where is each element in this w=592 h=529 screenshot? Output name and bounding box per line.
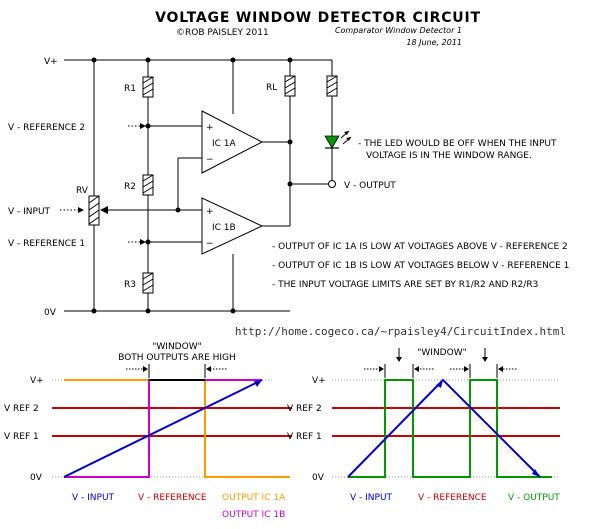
axis-vplus-left: V+ bbox=[30, 376, 44, 386]
graph-left bbox=[52, 364, 292, 478]
voutput-label: V - OUTPUT bbox=[344, 181, 396, 191]
resistor-r3 bbox=[142, 272, 154, 294]
schematic bbox=[60, 57, 336, 314]
legend-reference-right: V - REFERENCE bbox=[418, 493, 487, 503]
legend-reference-left: V - REFERENCE bbox=[138, 493, 207, 503]
axis-vref2-right: V REF 2 bbox=[287, 404, 322, 414]
rl-label: RL bbox=[266, 83, 277, 93]
legend-ic1a-left: OUTPUT IC 1A bbox=[222, 493, 286, 503]
ic1b-minus: − bbox=[206, 239, 214, 249]
vref2-label: V - REFERENCE 2 bbox=[8, 123, 85, 133]
note-2: - OUTPUT OF IC 1B IS LOW AT VOLTAGES BEL… bbox=[272, 261, 569, 271]
ic1a-minus: − bbox=[206, 155, 214, 165]
legend-input-left: V - INPUT bbox=[72, 493, 115, 503]
copyright: ©ROB PAISLEY 2011 bbox=[176, 28, 269, 38]
resistor-rl bbox=[284, 75, 296, 97]
led-icon bbox=[324, 130, 352, 149]
note-3: - THE INPUT VOLTAGE LIMITS ARE SET BY R1… bbox=[272, 280, 538, 290]
page-title: VOLTAGE WINDOW DETECTOR CIRCUIT bbox=[155, 10, 481, 26]
resistor-r2 bbox=[142, 174, 154, 196]
input-triangle bbox=[347, 378, 541, 478]
ic1b-output-trace bbox=[64, 379, 262, 478]
axis-0v-right: 0V bbox=[312, 473, 325, 483]
rv-label: RV bbox=[76, 186, 89, 196]
note-1: - OUTPUT OF IC 1A IS LOW AT VOLTAGES ABO… bbox=[272, 242, 568, 252]
axis-vref2-left: V REF 2 bbox=[4, 404, 39, 414]
subtitle: Comparator Window Detector 1 bbox=[335, 26, 462, 35]
zero-v-label: 0V bbox=[44, 308, 57, 318]
resistor-led bbox=[326, 75, 338, 97]
input-ramp-left bbox=[63, 379, 263, 478]
vref1-label: V - REFERENCE 1 bbox=[8, 239, 85, 249]
r2-label: R2 bbox=[124, 182, 136, 192]
ic1a-output-trace bbox=[64, 379, 290, 478]
window-label-right: "WINDOW" bbox=[417, 348, 466, 358]
date: 18 June, 2011 bbox=[406, 38, 462, 47]
window-label-left: "WINDOW" bbox=[152, 342, 201, 352]
output-trace bbox=[348, 379, 552, 478]
graph-right bbox=[332, 348, 560, 478]
axis-vplus-right: V+ bbox=[312, 376, 326, 386]
legend-output-right: V - OUTPUT bbox=[508, 493, 560, 503]
ic1a-plus: + bbox=[206, 123, 214, 133]
led-note-line-1: - THE LED WOULD BE OFF WHEN THE INPUT bbox=[358, 139, 557, 149]
axis-vref1-right: V REF 1 bbox=[287, 432, 322, 442]
r3-label: R3 bbox=[124, 280, 136, 290]
ic1b-plus: + bbox=[206, 207, 214, 217]
window-caption-left: BOTH OUTPUTS ARE HIGH bbox=[118, 353, 236, 363]
ic1a-label: IC 1A bbox=[212, 139, 237, 149]
led-note-line-2: VOLTAGE IS IN THE WINDOW RANGE. bbox=[366, 151, 532, 161]
axis-vref1-left: V REF 1 bbox=[4, 432, 39, 442]
url-link[interactable]: http://home.cogeco.ca/~rpaisley4/Circuit… bbox=[235, 325, 566, 338]
axis-0v-left: 0V bbox=[30, 473, 43, 483]
vplus-label: V+ bbox=[44, 57, 58, 67]
vinput-label: V - INPUT bbox=[8, 207, 51, 217]
ic1b-label: IC 1B bbox=[212, 223, 236, 233]
r1-label: R1 bbox=[124, 84, 136, 94]
legend-input-right: V - INPUT bbox=[350, 493, 393, 503]
resistor-r1 bbox=[142, 76, 154, 98]
legend-ic1b-left: OUTPUT IC 1B bbox=[222, 510, 285, 520]
potentiometer-rv bbox=[88, 195, 100, 226]
